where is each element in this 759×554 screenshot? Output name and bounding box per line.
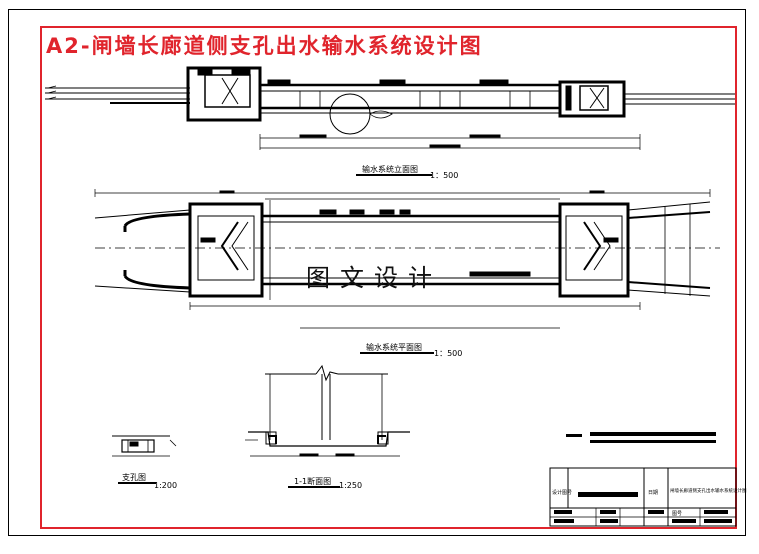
title-block-sheet-cell: 图号 xyxy=(672,511,682,517)
watermark-text: 图文设计 xyxy=(306,264,442,292)
detail-small-title: 支孔图 1:200 xyxy=(118,472,177,490)
section-1-1-title-text: 1-1断面图 xyxy=(294,476,331,486)
elevation-scale: 1：500 xyxy=(430,171,458,180)
plan-view xyxy=(94,189,720,329)
title-block xyxy=(549,467,737,527)
title-block-drawing-name: 闸墙长廊道侧支孔出水输水系统设计图 xyxy=(670,487,747,494)
section-1-1 xyxy=(245,364,410,457)
elevation-view xyxy=(45,66,735,150)
detail-small xyxy=(112,435,177,457)
elevation-title: 输水系统立面图 1：500 xyxy=(356,164,458,180)
detail-small-title-text: 支孔图 xyxy=(122,472,146,482)
plan-scale: 1：500 xyxy=(434,349,462,358)
title-block-design-cell: 设计图号 xyxy=(552,489,572,496)
sheet-title: A2-闸墙长廊道侧支孔出水输水系统设计图 xyxy=(46,34,483,58)
drawing-frame-outer xyxy=(8,9,746,536)
notes-bars xyxy=(566,432,716,443)
section-1-1-scale: 1:250 xyxy=(339,481,362,490)
detail-small-scale: 1:200 xyxy=(154,481,177,490)
plan-title-text: 输水系统平面图 xyxy=(366,342,422,352)
elevation-title-text: 输水系统立面图 xyxy=(362,164,418,174)
drawing-frame-red-border xyxy=(40,26,737,529)
title-block-date-cell: 日期 xyxy=(648,490,658,496)
section-1-1-title: 1-1断面图 1:250 xyxy=(288,476,362,490)
plan-title: 输水系统平面图 1：500 xyxy=(360,342,462,358)
